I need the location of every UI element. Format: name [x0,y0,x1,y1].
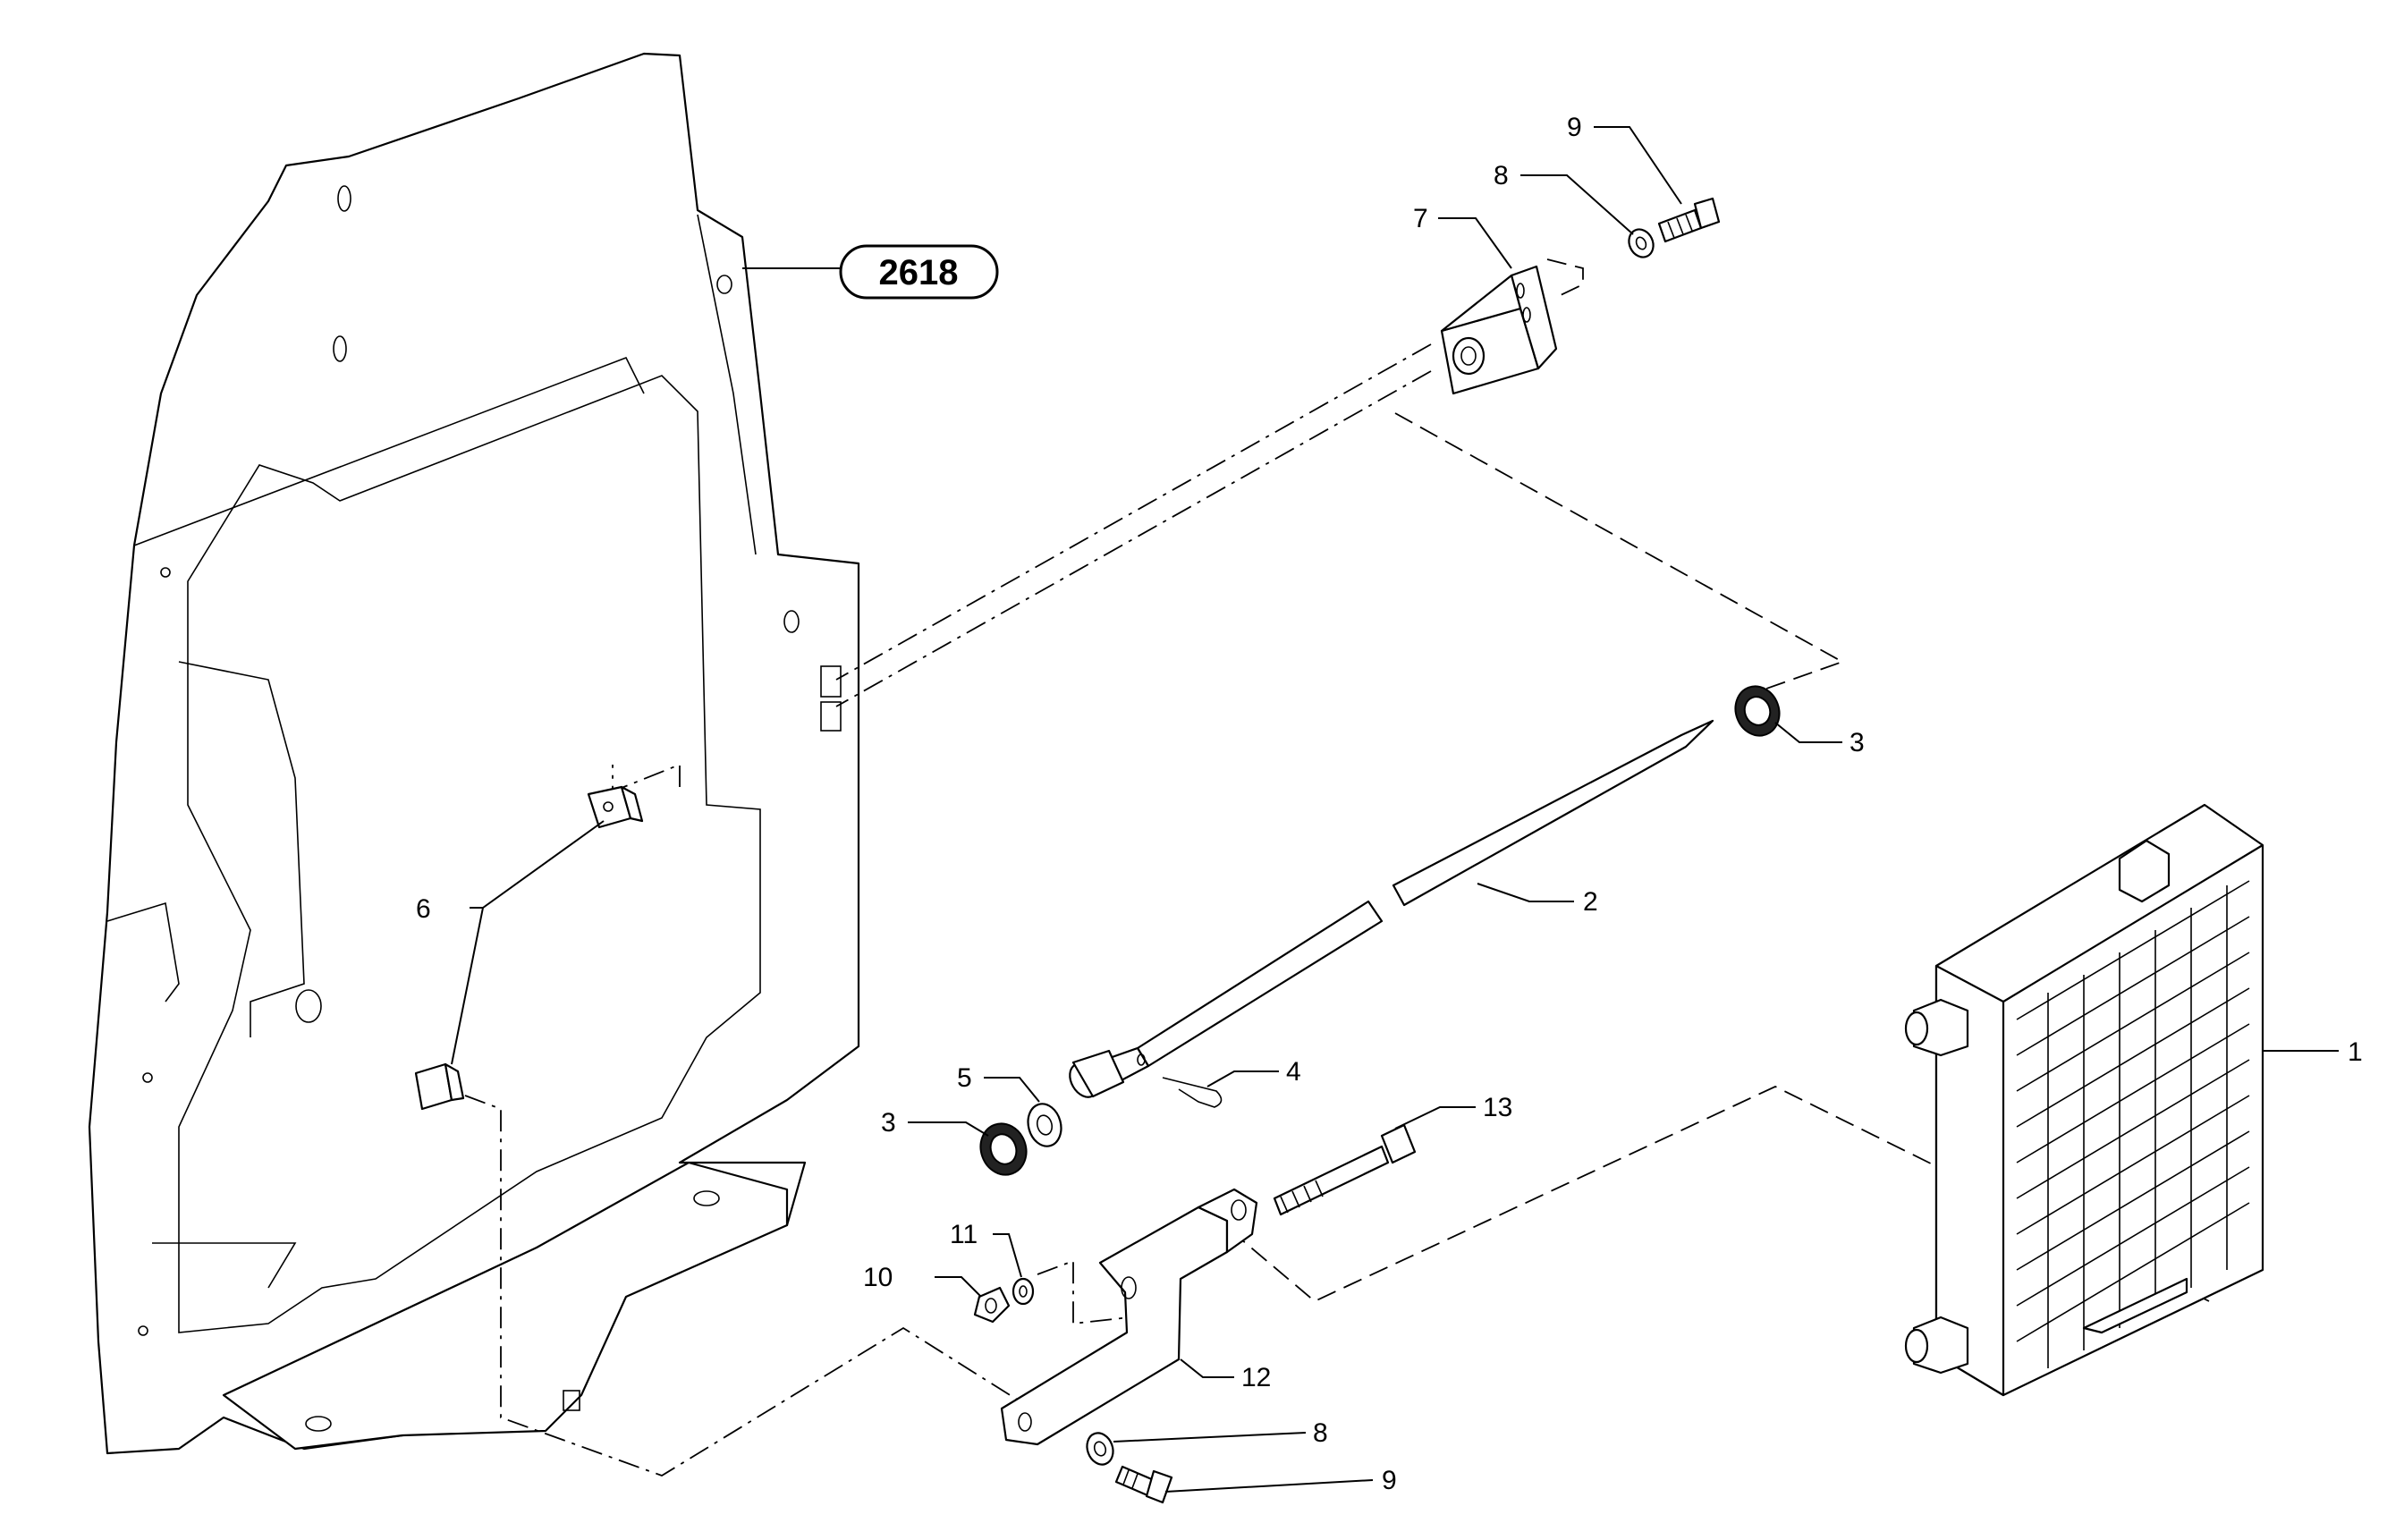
reference-badge-label: 2618 [879,253,959,292]
part-11-washer [1012,1277,1035,1306]
part-3-bushing-right [1734,685,1781,737]
callout-9-top: 9 [1567,113,1582,142]
part-5-washer [1027,1103,1062,1147]
part-13-bolt [1273,1123,1417,1216]
part-3-bushing-left [979,1122,1028,1176]
callout-6: 6 [416,894,431,924]
callout-8-top: 8 [1494,161,1509,190]
callouts: 1 2 3 3 4 5 6 7 8 8 9 9 10 [416,113,2363,1495]
part-4-cotter-pin [1162,1077,1223,1108]
callout-10: 10 [863,1263,893,1292]
callout-3-right: 3 [1850,728,1865,757]
cooler-fitting-lower [1904,1316,1969,1375]
callout-4: 4 [1286,1057,1301,1087]
callout-5: 5 [957,1063,972,1093]
callout-3-left: 3 [881,1108,896,1138]
part-1-cooler [1904,803,2264,1397]
callout-11: 11 [950,1220,978,1249]
part-12-bracket [1000,1188,1258,1446]
part-9-bolt-top [1657,197,1721,243]
callout-12: 12 [1241,1363,1271,1392]
callout-1: 1 [2348,1037,2363,1067]
part-6-clip-lower [414,1062,465,1111]
part-9-bolt-bottom [1114,1465,1173,1504]
part-7-bracket [1440,265,1558,395]
reference-badge: 2618 [742,244,999,300]
callout-8-bottom: 8 [1313,1418,1328,1448]
callout-13: 13 [1483,1093,1512,1122]
callout-9-bottom: 9 [1382,1466,1397,1495]
frame-panel [88,52,860,1455]
callout-2: 2 [1583,887,1598,917]
part-6-clip-upper [587,785,644,829]
part-10-nut [973,1286,1011,1324]
part-2-rod [1069,719,1714,1098]
cooler-fitting-upper [1904,998,1969,1057]
callout-7: 7 [1413,204,1428,233]
part-8-washer-top [1628,228,1655,258]
part-8-washer-bottom [1086,1432,1114,1466]
